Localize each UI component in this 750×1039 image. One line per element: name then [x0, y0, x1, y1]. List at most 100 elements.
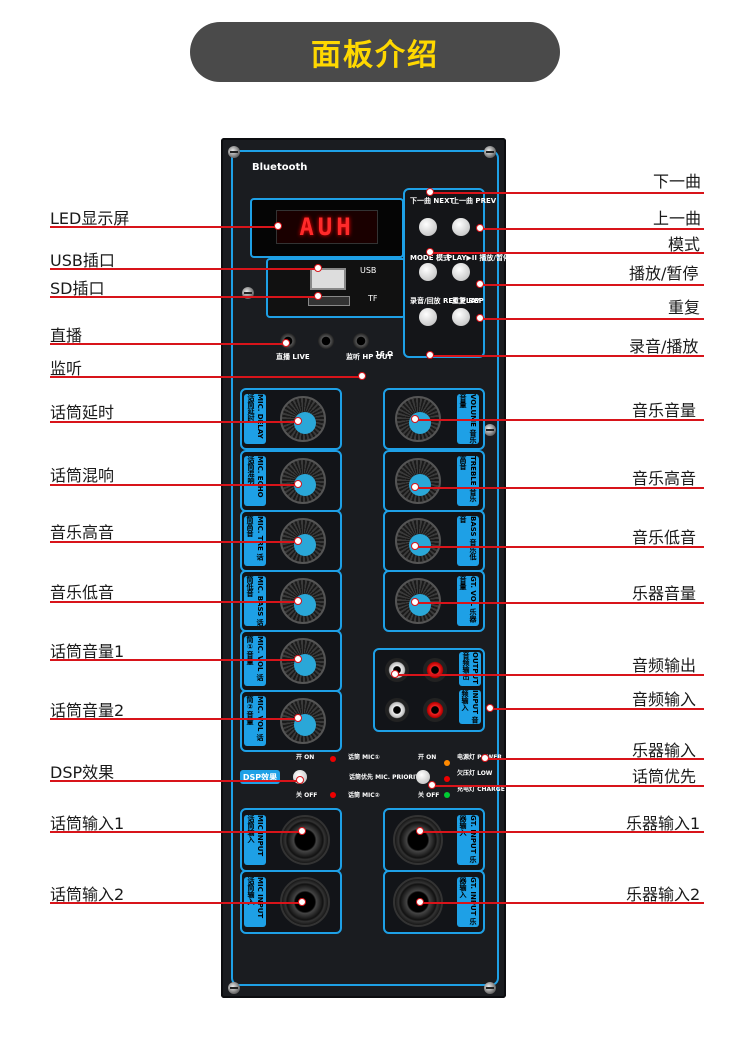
screw-icon — [228, 146, 240, 158]
label-repeat: 重复 — [668, 298, 701, 317]
mic2-volume-module: MIC. VOL 话筒②音量 — [240, 690, 342, 752]
gt-input1-jack[interactable] — [393, 815, 443, 865]
audio-out-right-jack[interactable] — [423, 658, 447, 682]
callout-line — [490, 708, 704, 710]
callout-dot — [294, 417, 302, 425]
callout-dot — [476, 314, 484, 322]
mic-delay-module: MIC. DELAY 话筒延时 — [240, 388, 342, 450]
callout-dot — [411, 483, 419, 491]
audio-io-module: OUTPUT 音频输出 INPUT 音频输入 — [373, 648, 485, 732]
label-instrument-input: 乐器输入 — [632, 741, 697, 760]
power-led — [444, 760, 450, 766]
callout-line — [50, 659, 298, 661]
callout-dot — [274, 222, 282, 230]
label-mic-treble: 音乐高音 — [50, 523, 115, 542]
label-audio-out: 音频输出 — [632, 656, 697, 675]
mic1-volume-module: MIC. VOL 话筒①音量 — [240, 630, 342, 692]
instrument-volume-knob[interactable] — [395, 578, 441, 624]
callout-dot — [298, 898, 306, 906]
callout-line — [430, 355, 704, 357]
label-mic-priority: 话筒优先 — [632, 767, 697, 786]
play-pause-button[interactable] — [452, 263, 470, 281]
callout-dot — [294, 714, 302, 722]
mode-button[interactable] — [419, 263, 437, 281]
music-bass-module: BASS 音乐低音 — [383, 510, 485, 572]
callout-line — [430, 252, 704, 254]
callout-dot — [416, 898, 424, 906]
mic-delay-knob[interactable] — [280, 396, 326, 442]
callout-line — [485, 758, 704, 760]
sd-slot[interactable] — [308, 296, 350, 306]
audio-in-right-jack[interactable] — [423, 698, 447, 722]
mic2-volume-knob[interactable] — [280, 698, 326, 744]
callout-dot — [426, 351, 434, 359]
audio-in-left-jack[interactable] — [385, 698, 409, 722]
usb-port[interactable] — [310, 268, 346, 290]
label-live: 直播 — [50, 326, 83, 345]
music-bass-knob[interactable] — [395, 518, 441, 564]
music-treble-knob[interactable] — [395, 458, 441, 504]
screw-icon — [228, 982, 240, 994]
callout-line — [432, 785, 704, 787]
label-mic2-volume: 话筒音量2 — [50, 701, 125, 720]
callout-dot — [476, 280, 484, 288]
music-treble-label: TREBLE 音乐高音 — [457, 456, 479, 506]
panel-outline — [231, 150, 499, 986]
mic1-volume-label: MIC. VOL 话筒①音量 — [244, 636, 266, 686]
callout-line — [415, 602, 704, 604]
mode-label: MODE 模式 — [410, 254, 450, 262]
mic1-volume-knob[interactable] — [280, 638, 326, 684]
tf-label: TF — [368, 294, 378, 303]
label-led-display: LED显示屏 — [50, 209, 130, 228]
repeat-button[interactable] — [452, 308, 470, 326]
next-label: 下一曲 NEXT — [410, 197, 455, 205]
music-bass-label: BASS 音乐低音 — [457, 516, 479, 566]
mic-input1-label: MIC INPUT 话筒输入 — [244, 815, 266, 865]
callout-dot — [411, 598, 419, 606]
callout-dot — [391, 670, 399, 678]
mic-priority-switch[interactable] — [416, 770, 430, 784]
mic-input1-jack[interactable] — [280, 815, 330, 865]
callout-line — [415, 546, 704, 548]
callout-line — [415, 419, 704, 421]
rec-play-button[interactable] — [419, 308, 437, 326]
dsp-label: DSP效果 — [240, 770, 280, 784]
callout-dot — [476, 224, 484, 232]
callout-dot — [294, 597, 302, 605]
mic-echo-label: MIC. ECHO 话筒混响 — [244, 456, 266, 506]
prev-button[interactable] — [452, 218, 470, 236]
callout-dot — [481, 754, 489, 762]
callout-dot — [426, 188, 434, 196]
rec-label: 录音/回放 REC PLAY — [410, 297, 481, 305]
usb-label: USB — [360, 266, 377, 275]
hp-out-jack[interactable] — [353, 333, 369, 349]
callout-line — [480, 318, 704, 320]
callout-line — [50, 343, 286, 345]
label-mic-input1: 话筒输入1 — [50, 814, 125, 833]
gt-input1-label: GT. INPUT 乐器输入 — [457, 815, 479, 865]
label-prev: 上一曲 — [653, 209, 702, 228]
callout-dot — [411, 542, 419, 550]
music-treble-module: TREBLE 音乐高音 — [383, 450, 485, 512]
label-mic1-volume: 话筒音量1 — [50, 642, 125, 661]
label-instrument-input1: 乐器输入1 — [626, 814, 701, 833]
mic-echo-knob[interactable] — [280, 458, 326, 504]
callout-line — [480, 228, 704, 230]
callout-dot — [358, 372, 366, 380]
screw-icon — [484, 982, 496, 994]
next-button[interactable] — [419, 218, 437, 236]
callout-line — [420, 902, 704, 904]
label-mode: 模式 — [668, 235, 701, 254]
power-label: 电源灯 POWER — [457, 754, 502, 761]
callout-dot — [314, 292, 322, 300]
prev-label: 上一曲 PREV — [452, 197, 497, 205]
priority-on-label: 开 ON — [418, 754, 437, 761]
charge-label: 充电灯 CHARGE — [457, 786, 505, 793]
center-jack[interactable] — [318, 333, 334, 349]
play-label: PLAY▶II 播放/暂停 — [447, 254, 510, 262]
label-mic-input2: 话筒输入2 — [50, 885, 125, 904]
instrument-volume-label: GT. VOL 乐器音量 — [457, 576, 479, 626]
callout-line — [50, 718, 298, 720]
callout-line — [430, 192, 704, 194]
label-dsp: DSP效果 — [50, 763, 115, 782]
